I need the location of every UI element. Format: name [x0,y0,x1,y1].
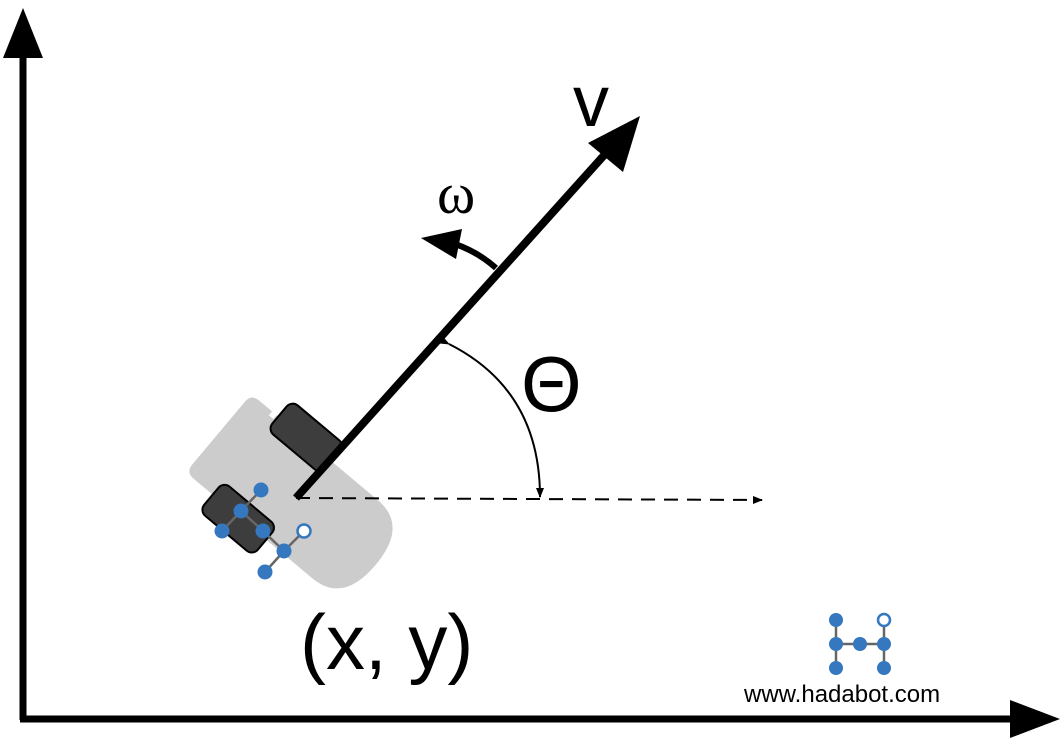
hadabot-logo-icon [829,612,892,675]
reference-dashed-line [295,495,763,504]
velocity-label: v [573,62,609,142]
position-label: (x, y) [300,598,474,686]
robot-icon [189,397,393,589]
x-axis [20,700,1060,738]
website-label: www.hadabot.com [744,681,941,708]
velocity-vector [293,116,640,501]
robot-logo-nodes [214,482,312,580]
y-axis [3,8,43,720]
robot-body [189,397,393,589]
theta-arc [439,336,544,498]
heading-angle-label: Θ [521,340,582,428]
angular-velocity-arrow [421,229,498,271]
angular-velocity-label: ω [437,161,476,226]
